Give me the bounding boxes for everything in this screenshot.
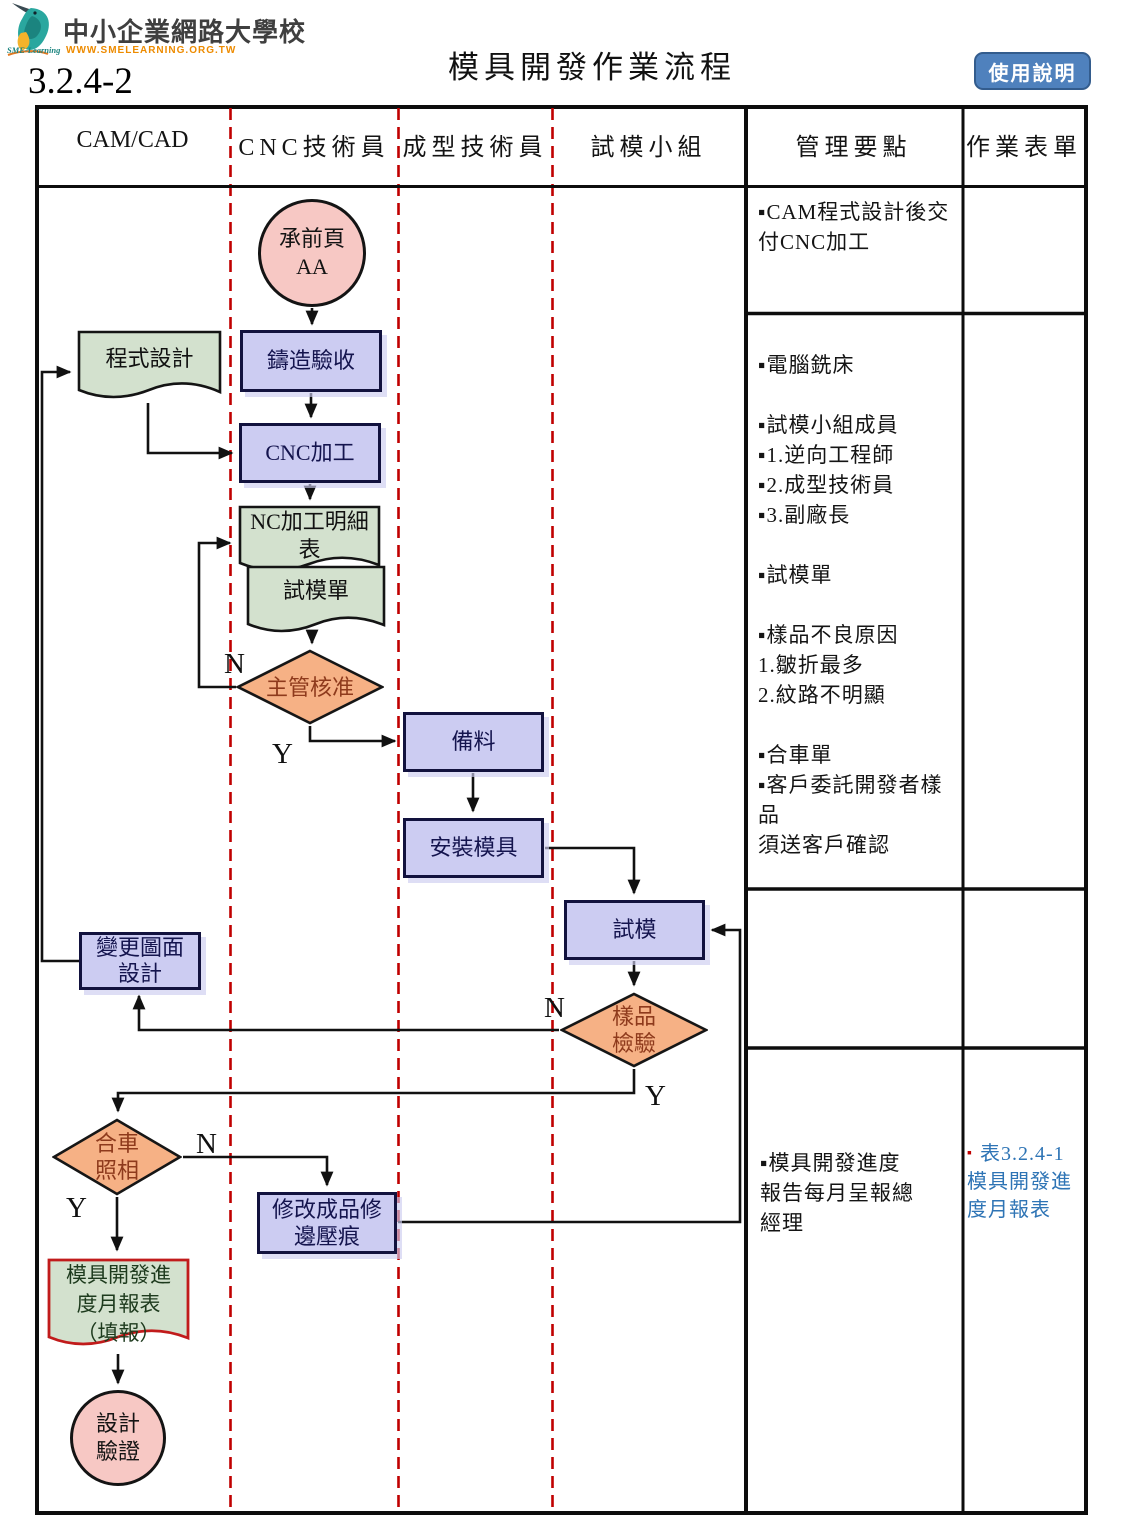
- node-cnc-machining: CNC加工: [239, 423, 381, 483]
- branch-label-inspect-yes: Y: [645, 1080, 666, 1112]
- node-fitting-photo-decision: 合車 照相: [52, 1118, 182, 1196]
- form-link[interactable]: 表3.2.4-1模具開發進度月報表: [967, 1143, 1072, 1221]
- node-fix-trim-marks: 修改成品修 邊壓痕: [257, 1192, 397, 1254]
- node-design-verification-terminal: 設計 驗證: [70, 1390, 166, 1486]
- node-start-terminal: 承前頁 AA: [258, 199, 366, 307]
- node-install-mold: 安裝模具: [403, 818, 544, 878]
- branch-label-approve-yes: Y: [272, 738, 293, 770]
- branch-label-approve-no: N: [224, 648, 245, 680]
- column-header-work-forms: 作業表單: [966, 135, 1082, 161]
- column-header-management-points: 管理要點: [795, 135, 912, 161]
- help-button[interactable]: 使用說明: [974, 52, 1091, 90]
- node-label: NC加工明細 表: [250, 509, 369, 562]
- management-note-report: ▪模具開發進度 報告每月呈報總 經理: [760, 1151, 914, 1235]
- column-header-cam-cad: CAM/CAD: [76, 127, 189, 153]
- management-note-details: ▪電腦銑床 ▪試模小組成員 ▪1.逆向工程師 ▪2.成型技術員 ▪3.副廠長 ▪…: [758, 353, 943, 857]
- node-label: 試模單: [282, 578, 349, 603]
- node-casting-acceptance: 鑄造驗收: [240, 330, 382, 392]
- doc-number: 3.2.4-2: [28, 61, 133, 102]
- node-sample-inspection-decision: 樣品 檢驗: [560, 992, 708, 1068]
- bird-belly: [17, 32, 30, 50]
- form-bullet-icon: ▪: [967, 1146, 973, 1161]
- flow-table-frame: [35, 105, 1088, 1515]
- smelearning-logo[interactable]: SME-Learning: [4, 0, 64, 64]
- page-title: 模具開發作業流程: [448, 50, 736, 85]
- column-header-trial-team: 試模小組: [590, 135, 707, 161]
- column-header-cnc-tech: CNC技術員: [238, 135, 390, 161]
- node-label: 樣品 檢驗: [611, 1004, 656, 1056]
- management-note-cam: ▪CAM程式設計後交 付CNC加工: [758, 200, 950, 254]
- logo-swoosh: [7, 50, 49, 56]
- branch-label-inspect-no: N: [544, 992, 565, 1024]
- node-label: 合車 照相: [94, 1131, 139, 1183]
- work-form-cell: ▪表3.2.4-1模具開發進度月報表: [967, 1140, 1084, 1224]
- branch-label-photo-yes: Y: [66, 1192, 87, 1224]
- brand-name: 中小企業網路大學校: [63, 17, 307, 47]
- bird-wing: [24, 16, 41, 39]
- node-change-drawing-design: 變更圖面 設計: [79, 932, 201, 990]
- node-trial-form-document: 試模單: [246, 565, 386, 641]
- node-progress-report-document: 模具開發進 度月報表 （填報）: [47, 1258, 190, 1354]
- node-trial-molding: 試模: [564, 900, 705, 960]
- node-label: 主管核准: [265, 674, 354, 700]
- column-header-molding-tech: 成型技術員: [402, 135, 548, 161]
- node-label: 程式設計: [105, 346, 194, 371]
- node-label: 模具開發進 度月報表 （填報）: [66, 1263, 171, 1345]
- node-nc-machining-detail-document: NC加工明細 表: [238, 505, 381, 580]
- logo-script-text: SME-Learning: [7, 45, 61, 55]
- node-material-preparation: 備料: [403, 712, 544, 772]
- brand-url: WWW.SMELEARNING.ORG.TW: [66, 45, 237, 56]
- branch-label-photo-no: N: [196, 1128, 217, 1160]
- node-supervisor-approval-decision: 主管核准: [236, 649, 384, 725]
- bird-eye: [33, 11, 37, 15]
- node-program-design-document: 程式設計: [77, 330, 222, 408]
